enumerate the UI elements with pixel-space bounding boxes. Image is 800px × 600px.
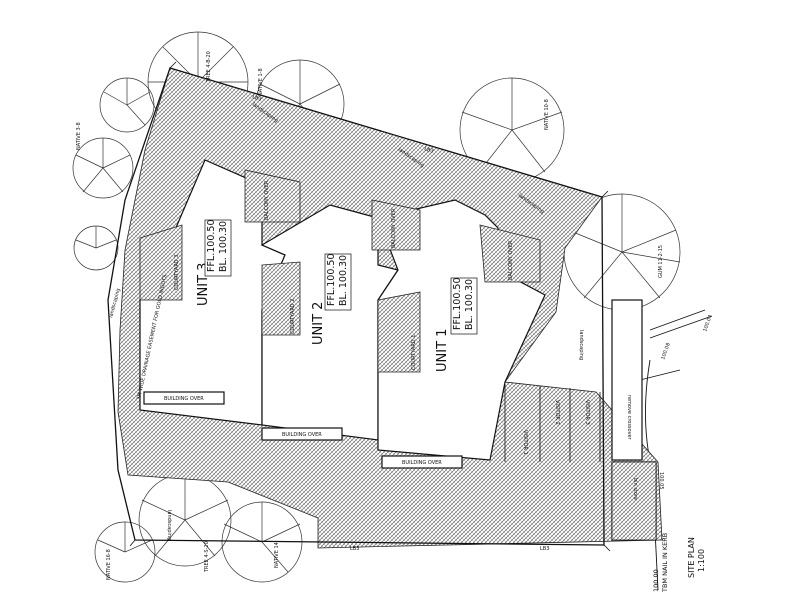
tbm-level: 100.00 [652, 569, 660, 592]
unit-1-name: UNIT 1 [435, 329, 450, 372]
balcony-3 [244, 169, 301, 223]
tree-icon [138, 473, 232, 567]
unit-1-levels: FFL.100.50 BL. 100.30 [450, 278, 478, 335]
unit-3-levels: FFL.100.50 BL. 100.30 [204, 220, 232, 277]
unit-1-bl: BL. 100.30 [464, 279, 475, 330]
courtyard-1 [377, 291, 421, 373]
tree-label-1: NATIVE 1-8 [258, 68, 264, 96]
tree-label-8: NATIVE 16-8 [106, 549, 112, 580]
unit-3-ffl: FFL.100.50 [206, 220, 217, 272]
tree-label-6: NATIVE 14 [274, 542, 280, 568]
tree-label-5: TREE 4-B-20 [206, 51, 212, 83]
level-label-2: 100.04 [702, 314, 714, 332]
balcony-2-label: BALCONY OVER [391, 208, 397, 248]
unit-1-label-group: UNIT 1 [435, 329, 450, 372]
landscaping-label-4: landscaping [108, 288, 122, 319]
boundary-dim-1: LB3 [251, 94, 262, 103]
landscaping-label-5: landscaping [166, 510, 172, 540]
bin-store-label: bin store [632, 478, 638, 500]
boundary-dim-3: LB3 [350, 546, 359, 552]
title-scale: 1:100 [697, 549, 706, 572]
balcony-1 [479, 224, 541, 283]
level-label-1: 100.08 [660, 342, 672, 360]
visitor-3-label: VISITOR 3 [584, 400, 590, 425]
tbm-desc: TBM NAIL IN KERB [661, 533, 669, 593]
tree-label-7: TREE 4-S-20 [204, 541, 210, 573]
unit-2-ffl: FFL.100.50 [326, 254, 337, 306]
title-text: SITE PLAN [687, 537, 696, 578]
courtyard-1-label: COURTYARD 1 [411, 335, 417, 370]
visitor-2-label: VISITOR 2 [554, 400, 560, 425]
unit-3-bl: BL. 100.30 [218, 221, 229, 272]
visitor-parking [504, 384, 601, 462]
drawing-title: SITE PLAN 1:100 [687, 537, 706, 578]
balcony-1-label: BALCONY OVER [508, 240, 514, 280]
courtyard-3-label: COURTYARD 3 [174, 255, 180, 290]
tree-icon [99, 77, 155, 133]
tree-label-3: NATIVE 10-8 [544, 99, 550, 130]
tree-label-2: NATIVE 3-8 [76, 122, 82, 150]
building-over-2-label: BUILDING OVER [282, 432, 322, 438]
courtyard-2 [261, 261, 301, 336]
balcony-2 [371, 199, 421, 251]
building-over-3 [143, 391, 225, 405]
visitor-1-label: VISITOR 1 [522, 430, 528, 455]
building-over-3-label: BUILDING OVER [164, 396, 204, 402]
tbm-note: 100.00 TBM NAIL IN KERB [652, 533, 669, 593]
boundary-dim-4: LB3 [540, 546, 549, 552]
boundary-dim-2: LB3 [423, 146, 434, 155]
crossover-strip [611, 299, 643, 461]
unit-1-ffl: FFL.100.50 [452, 278, 463, 330]
tree-icon [72, 137, 134, 199]
site-boundary [107, 67, 605, 546]
unit-2-name: UNIT 2 [311, 302, 326, 345]
tree-icon [94, 521, 156, 583]
landscaping-label-6: landscaping [578, 330, 584, 360]
unit-2-label-group: UNIT 2 [311, 302, 326, 345]
level-label-3: 100.05 [658, 472, 664, 490]
courtyard-2-label: COURTYARD 2 [290, 299, 296, 334]
building-over-1-label: BUILDING OVER [402, 460, 442, 466]
balcony-3-label: BALCONY OVER [264, 180, 270, 220]
tree-icon [73, 225, 119, 271]
tree-label-4: GUM 11-2-15 [658, 245, 664, 278]
crossover-label: remove crossover [626, 395, 632, 441]
unit-2-bl: BL. 100.30 [338, 255, 349, 306]
unit-2-levels: FFL.100.50 BL. 100.30 [324, 254, 352, 311]
courtyard-3 [139, 224, 183, 301]
kerb-line [639, 309, 713, 381]
building-over-1 [381, 455, 463, 469]
building-over-2 [261, 427, 343, 441]
